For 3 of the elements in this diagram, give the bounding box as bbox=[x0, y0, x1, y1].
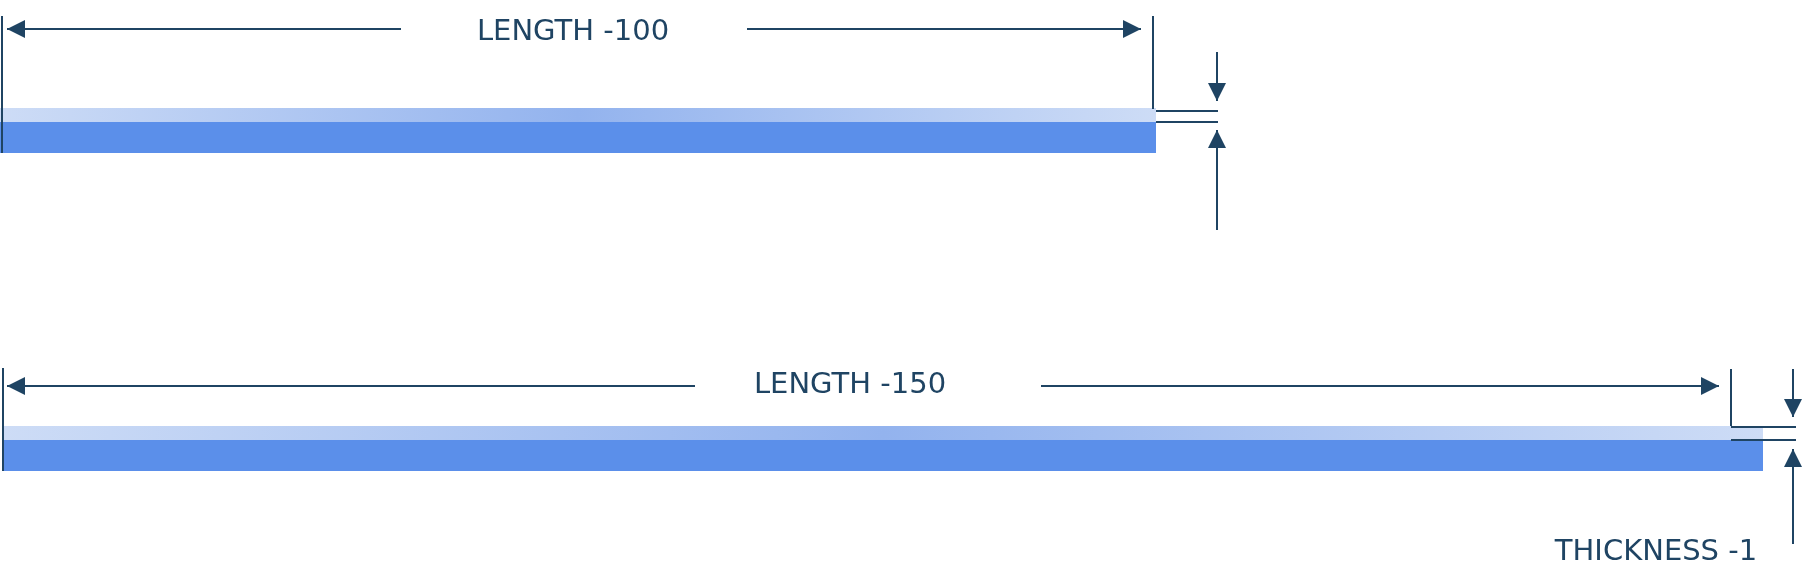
dimension-label: THICKNESS -1 bbox=[1554, 535, 1758, 565]
dimension-label: LENGTH -150 bbox=[753, 368, 947, 398]
dimension-label: LENGTH -100 bbox=[476, 15, 670, 45]
